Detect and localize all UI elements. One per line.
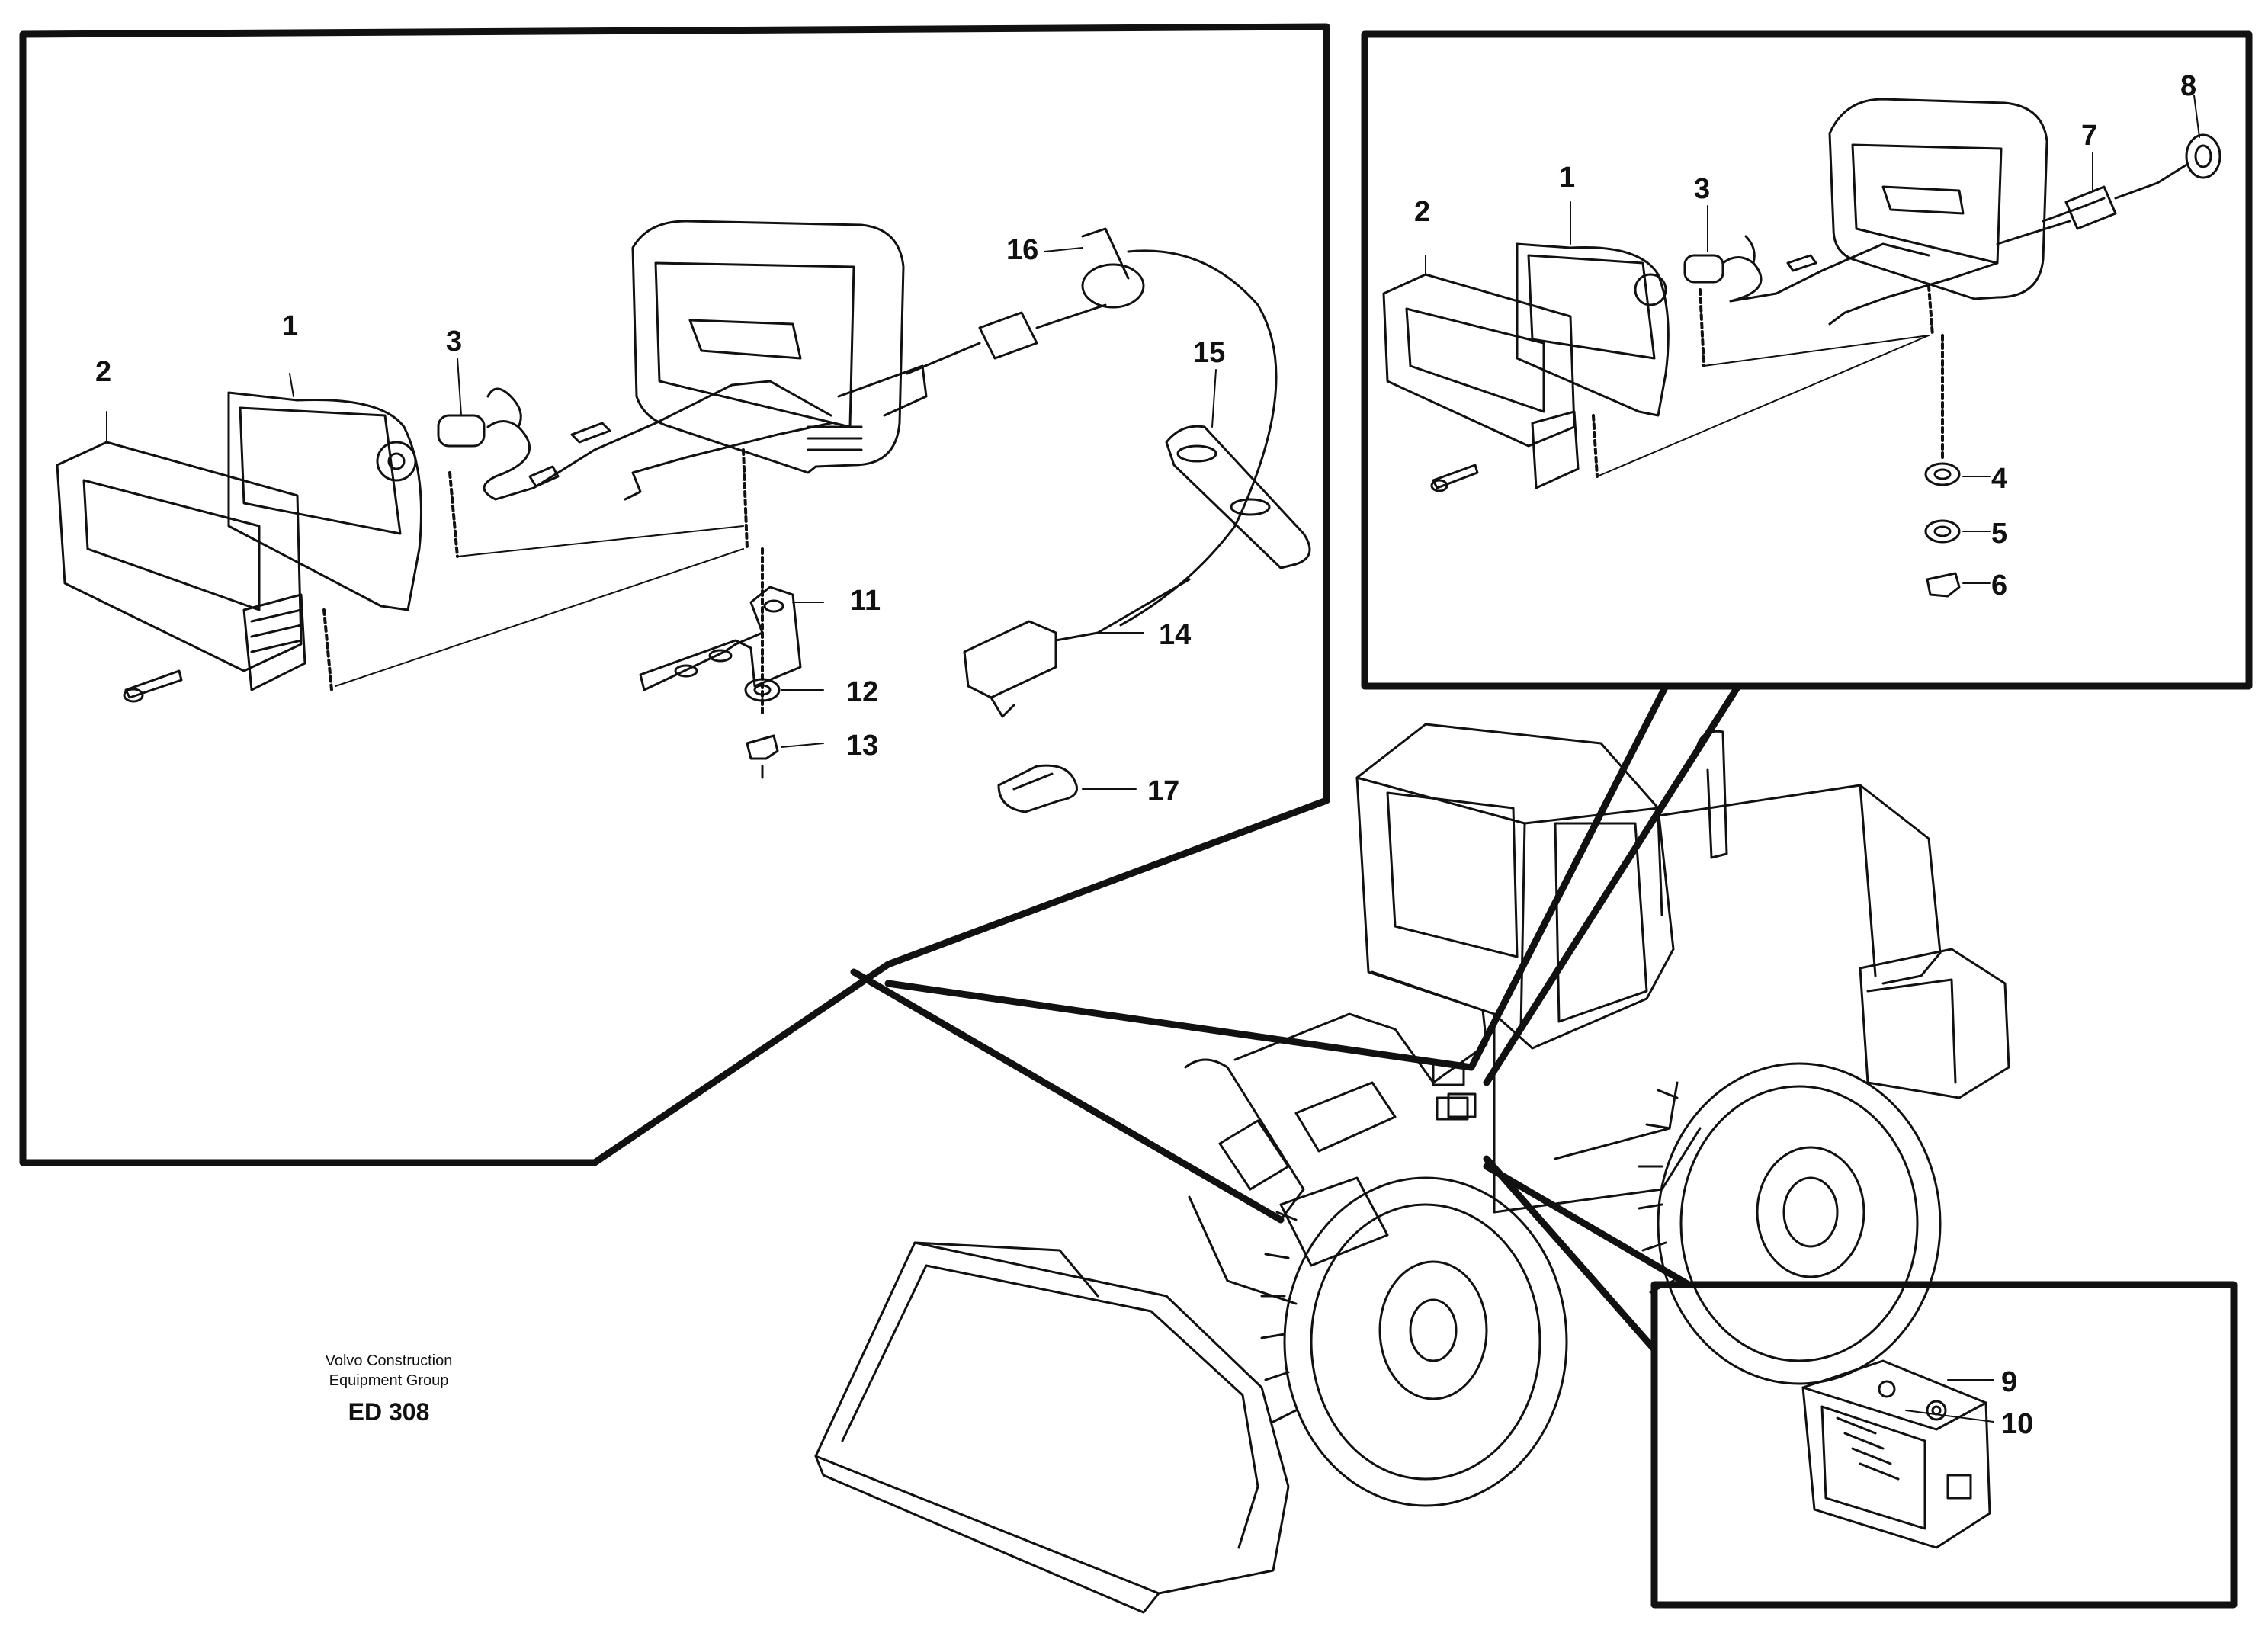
callout-inset-9: 9: [2001, 1366, 2017, 1398]
loader-machine: [814, 723, 2010, 1614]
callout-left-12: 12: [846, 676, 878, 708]
left-leader-lines: [106, 247, 1217, 790]
callout-right-8: 8: [2180, 70, 2196, 102]
inset-work-lamp: [1801, 1359, 1991, 1549]
right-housing: [1828, 98, 2071, 300]
right-detail-frame: [1361, 30, 2253, 690]
callout-right-7: 7: [2081, 120, 2097, 152]
callout-right-3: 3: [1694, 173, 1710, 205]
callout-left-11: 11: [850, 585, 881, 617]
left-lens: [227, 391, 422, 611]
inset-detail-frame: [1650, 1281, 2238, 1609]
callout-left-1: 1: [282, 310, 298, 342]
right-bulb: [1683, 235, 1756, 284]
callout-left-15: 15: [1193, 337, 1225, 369]
left-screw: [123, 669, 183, 703]
callout-right-2: 2: [1414, 196, 1430, 228]
left-detail-frame: [19, 23, 1330, 1166]
zoom-connectors: [850, 682, 1742, 1353]
left-plug-14: [963, 578, 1191, 718]
callout-inset-10: 10: [2001, 1408, 2033, 1440]
callout-right-5: 5: [1991, 518, 2007, 550]
right-frame-ring: [1382, 273, 1580, 489]
publisher-block: Volvo Construction Equipment Group: [282, 1351, 496, 1391]
right-lens: [1516, 242, 1670, 417]
left-nut-13: [746, 734, 779, 779]
callout-right-6: 6: [1991, 569, 2007, 602]
callout-left-17: 17: [1147, 775, 1179, 807]
callout-left-2: 2: [95, 356, 111, 388]
callout-left-13: 13: [846, 730, 878, 762]
left-bracket-11: [639, 586, 802, 691]
right-screw: [1430, 464, 1479, 492]
right-connector-8: [2156, 133, 2221, 184]
right-dashed-guides: [1592, 284, 1944, 478]
publisher-line-2: Equipment Group: [329, 1372, 449, 1389]
callout-left-16: 16: [1006, 234, 1038, 266]
callout-right-1: 1: [1559, 162, 1575, 194]
callout-left-14: 14: [1159, 619, 1191, 651]
inset-leader-lines: [1905, 1379, 1994, 1423]
callout-left-3: 3: [446, 326, 462, 358]
callout-labels: 1 2 3 11 12 13 14 15 16 17 1 2 3 4 5 6 7…: [95, 70, 2196, 1440]
left-dashed-guides: [322, 448, 764, 718]
left-frame-ring: [56, 441, 306, 691]
right-washer-5: [1924, 519, 1961, 544]
diagram-code: ED 308: [348, 1398, 430, 1426]
left-bulb: [437, 387, 522, 448]
publisher-line-1: Volvo Construction: [325, 1352, 453, 1369]
callout-right-4: 4: [1991, 463, 2007, 495]
right-nut-6: [1926, 572, 1961, 598]
right-connector-7: [2064, 181, 2159, 230]
left-connector-16: [906, 227, 1278, 627]
right-wiring: [1729, 197, 2106, 326]
right-washer-4: [1924, 462, 1961, 486]
left-bracket-15: [1165, 425, 1311, 569]
right-leader-lines: [1425, 95, 2200, 584]
left-clip-17: [997, 764, 1078, 813]
left-wiring: [483, 380, 832, 501]
